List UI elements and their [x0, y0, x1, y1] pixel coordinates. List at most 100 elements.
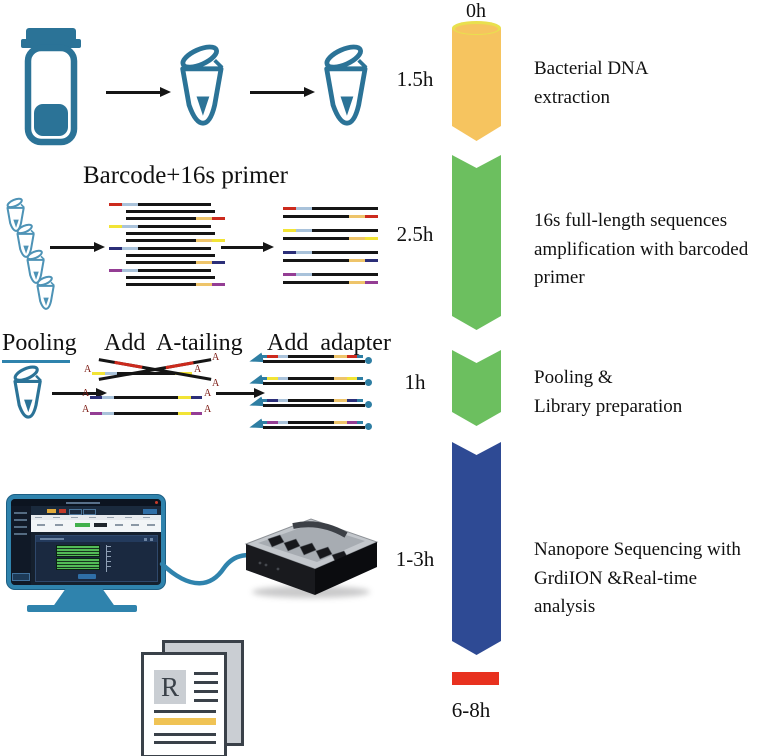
dna-segment	[267, 399, 278, 402]
sidebar-item	[14, 526, 27, 528]
dna-segment	[138, 225, 211, 228]
arrow-extraction-1	[106, 87, 171, 96]
dna-segment	[357, 355, 363, 358]
dna-segment	[212, 261, 225, 264]
dna-segment	[312, 207, 378, 210]
report-page-front: R	[141, 652, 227, 756]
falcon-tube-icon	[21, 28, 81, 146]
dna-segment	[196, 283, 212, 286]
fragment-atailed	[90, 412, 202, 415]
dna-segment	[296, 229, 312, 232]
dna-segment	[312, 273, 378, 276]
dna-segment	[288, 421, 334, 424]
dna-segment	[126, 210, 215, 213]
fragment-atailed	[90, 396, 202, 399]
amplified-fragment-groups	[283, 207, 381, 291]
dna-segment	[278, 355, 288, 358]
dna-segment	[263, 382, 365, 385]
panel-button	[78, 574, 96, 579]
dna-segment	[196, 261, 212, 264]
dna-segment	[114, 360, 143, 369]
timeline-end-bar	[452, 672, 499, 685]
dna-segment	[90, 396, 102, 399]
pcr-fragment-groups	[109, 203, 229, 295]
dna-segment	[126, 239, 196, 242]
dna-segment	[349, 237, 365, 240]
a-tail-marker: A	[82, 388, 90, 399]
toolbar-button	[83, 508, 96, 515]
dna-segment	[178, 412, 191, 415]
a-tail-marker: A	[212, 378, 220, 389]
dna-segment	[261, 399, 267, 402]
dna-segment	[109, 225, 122, 228]
dna-segment	[283, 281, 349, 284]
dna-segment	[126, 276, 215, 279]
dna-segment	[263, 360, 365, 363]
dna-segment	[126, 232, 215, 235]
histogram-axis	[106, 545, 107, 572]
dna-segment	[92, 372, 105, 375]
dna-segment	[283, 273, 296, 276]
sidebar-item	[14, 512, 27, 514]
fragment-adapter	[249, 419, 383, 432]
dna-segment	[288, 399, 334, 402]
dna-segment	[357, 399, 363, 402]
dna-segment	[296, 273, 312, 276]
dna-segment	[296, 207, 312, 210]
dna-segment	[109, 247, 122, 250]
dna-segment	[347, 421, 357, 424]
panel-icon	[144, 537, 147, 541]
sidebar-item	[14, 533, 27, 535]
a-tail-marker: A	[82, 404, 90, 415]
dna-segment	[138, 203, 211, 206]
adapter-dot-icon	[365, 379, 372, 386]
panel-icon	[150, 537, 153, 541]
dna-segment	[90, 412, 102, 415]
dna-segment	[296, 251, 312, 254]
a-tail-marker: A	[194, 364, 202, 375]
dna-segment	[122, 203, 138, 206]
dna-segment	[122, 269, 138, 272]
toolbar-yellow-badge	[47, 508, 56, 513]
report-r-logo: R	[154, 670, 186, 704]
screen-titlebar	[11, 499, 161, 506]
histogram-panel	[35, 535, 158, 582]
adapter-ligated-fragments	[249, 353, 383, 439]
dna-segment	[117, 372, 175, 375]
timeline-end-label: 6-8h	[451, 698, 491, 722]
dna-segment	[138, 269, 211, 272]
gridion-device	[244, 518, 379, 595]
dna-segment	[283, 251, 296, 254]
dna-segment	[261, 421, 267, 424]
monitor-base	[27, 605, 137, 612]
dna-segment	[126, 261, 196, 264]
dna-segment	[278, 377, 288, 380]
table-header	[31, 515, 161, 520]
dna-segment	[267, 355, 278, 358]
dna-segment	[283, 229, 296, 232]
dna-segment	[212, 283, 225, 286]
duration-extraction: 1.5h	[396, 67, 434, 91]
dna-segment	[278, 421, 288, 424]
fragment-group	[283, 207, 381, 219]
dna-segment	[347, 399, 357, 402]
progress-bar	[75, 523, 90, 527]
duration-amplification: 2.5h	[396, 222, 434, 246]
dna-segment	[102, 396, 114, 399]
dna-segment	[334, 377, 347, 380]
microtube-icon	[172, 42, 236, 134]
monitor-stand	[52, 588, 116, 608]
dna-segment	[109, 203, 122, 206]
dna-segment	[178, 396, 191, 399]
dna-segment	[196, 217, 212, 220]
timeline-extraction-segment	[452, 21, 501, 141]
close-icon	[155, 501, 158, 504]
dna-segment	[114, 396, 178, 399]
dna-segment	[357, 377, 363, 380]
dna-segment	[347, 355, 357, 358]
step-label-amplification: 16s full-length sequences amplification …	[534, 210, 749, 288]
sidebar-item	[14, 519, 27, 521]
fragment-group	[283, 229, 381, 241]
dna-segment	[122, 247, 138, 250]
